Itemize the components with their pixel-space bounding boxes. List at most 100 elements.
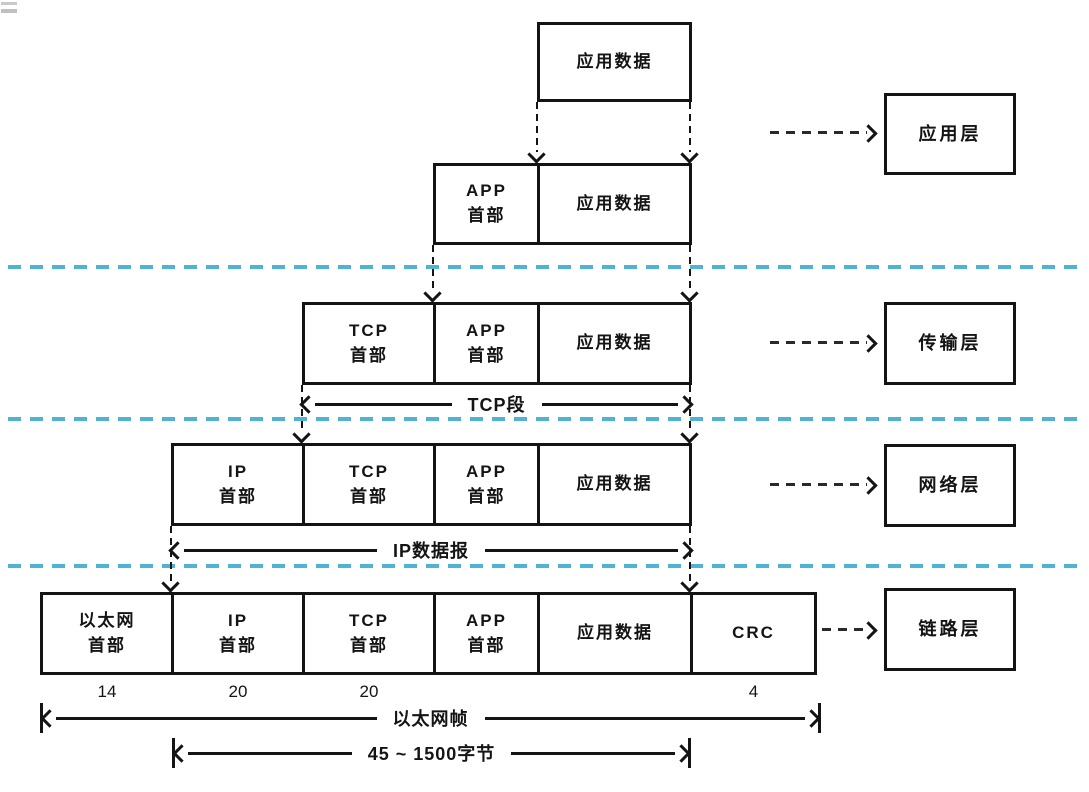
ip-header-line2: 首部 <box>219 486 257 506</box>
arrow-right-icon <box>675 540 694 560</box>
down-arrow-icon <box>527 145 546 164</box>
arrow-right-icon <box>859 124 878 143</box>
app-header-line1: APP <box>466 610 507 630</box>
tcp-header-line1: TCP <box>349 610 389 630</box>
down-arrow-icon <box>161 574 180 593</box>
layer-box-link: 链路层 <box>884 588 1016 671</box>
app-data-label: 应用数据 <box>576 474 653 494</box>
measure-line <box>315 402 452 406</box>
tcp-header-line1: TCP <box>349 461 389 481</box>
down-arrow-line <box>689 245 691 292</box>
measure-line <box>184 548 377 552</box>
byte-count: 14 <box>97 682 117 701</box>
app-data-box: 应用数据 <box>537 163 692 245</box>
layer-label-application: 应用层 <box>918 123 982 144</box>
down-arrow-icon <box>680 574 699 593</box>
crc-box: CRC <box>690 592 817 675</box>
app-header-line2: 首部 <box>467 206 506 225</box>
layer-box-application: 应用层 <box>884 93 1016 175</box>
tcp-header-box: TCP 首部 <box>302 443 436 526</box>
layer-label-transport: 传输层 <box>918 333 982 354</box>
layer-divider <box>8 265 1081 269</box>
app-data-label: 应用数据 <box>576 51 653 71</box>
measure-line <box>511 751 676 755</box>
down-arrow-icon <box>423 284 442 303</box>
ip-header-line2: 首部 <box>219 635 257 655</box>
measure-end-bar <box>172 738 175 768</box>
measure-byte-range-label: 45 ~ 1500字节 <box>367 744 496 764</box>
down-arrow-line <box>301 385 303 433</box>
crc-label: CRC <box>732 623 775 643</box>
down-arrow-line <box>689 526 691 582</box>
tcp-header-line2: 首部 <box>350 635 388 655</box>
measure-tcp-segment: TCP段 <box>299 389 694 419</box>
app-data-box: 应用数据 <box>537 22 692 102</box>
ethernet-header-line2: 首部 <box>88 635 126 655</box>
down-arrow-icon <box>292 425 311 444</box>
layer-divider <box>8 564 1081 568</box>
down-arrow-line <box>689 385 691 433</box>
measure-line <box>188 751 352 755</box>
ethernet-header-line1: 以太网 <box>78 610 136 630</box>
tcp-header-box: TCP 首部 <box>302 302 436 385</box>
app-header-box: APP 首部 <box>433 443 540 526</box>
ip-header-line1: IP <box>227 461 249 481</box>
layer-label-link: 链路层 <box>918 619 982 640</box>
arrow-right-icon <box>859 334 878 353</box>
app-header-line1: APP <box>466 461 507 481</box>
measure-ethernet-frame-label: 以太网帧 <box>392 709 469 729</box>
measure-tcp-segment-label: TCP段 <box>467 395 526 415</box>
tcp-header-line2: 首部 <box>350 345 388 365</box>
arrow-left-icon <box>168 540 187 560</box>
down-arrow-line <box>432 245 434 292</box>
layer-arrow-line <box>770 131 867 134</box>
ethernet-header-box: 以太网 首部 <box>40 592 174 675</box>
list-icon-bar <box>1 9 17 13</box>
down-arrow-icon <box>680 284 699 303</box>
measure-end-bar <box>40 703 43 733</box>
app-header-line1: APP <box>466 181 507 201</box>
arrow-left-icon <box>40 708 59 728</box>
layer-divider <box>8 417 1081 421</box>
byte-count: 20 <box>359 682 379 701</box>
ip-header-line1: IP <box>227 610 249 630</box>
arrow-right-icon <box>859 621 878 640</box>
app-header-line2: 首部 <box>467 486 506 506</box>
measure-ethernet-frame: 以太网帧 <box>40 703 821 733</box>
byte-count: 20 <box>228 682 248 701</box>
arrow-right-icon <box>675 394 694 414</box>
down-arrow-line <box>170 526 172 582</box>
byte-count: 4 <box>748 682 759 701</box>
measure-line <box>541 402 678 406</box>
app-header-line2: 首部 <box>467 345 506 365</box>
measure-line <box>56 716 377 720</box>
measure-ip-datagram: IP数据报 <box>168 535 694 565</box>
tcp-header-line2: 首部 <box>350 486 388 506</box>
app-data-label: 应用数据 <box>576 193 653 213</box>
layer-box-transport: 传输层 <box>884 302 1016 385</box>
app-data-label: 应用数据 <box>577 623 653 643</box>
arrow-right-icon <box>859 476 878 495</box>
app-header-box: APP 首部 <box>433 302 540 385</box>
down-arrow-line <box>536 102 538 152</box>
tcp-header-box: TCP 首部 <box>302 592 436 675</box>
layer-box-network: 网络层 <box>884 444 1016 527</box>
ip-header-box: IP 首部 <box>171 592 305 675</box>
layer-arrow-line <box>770 483 867 486</box>
layer-arrow-line <box>822 628 867 631</box>
tcp-header-line1: TCP <box>349 320 389 340</box>
layer-label-network: 网络层 <box>918 475 982 496</box>
layer-arrow-line <box>770 341 867 344</box>
app-data-box: 应用数据 <box>537 592 693 675</box>
app-header-line1: APP <box>466 320 507 340</box>
app-data-label: 应用数据 <box>576 333 653 353</box>
app-header-line2: 首部 <box>467 635 506 655</box>
list-icon-bar <box>1 2 17 5</box>
measure-end-bar <box>818 703 821 733</box>
app-header-box: APP 首部 <box>433 592 540 675</box>
app-data-box: 应用数据 <box>537 302 692 385</box>
measure-byte-range: 45 ~ 1500字节 <box>172 738 692 768</box>
arrow-left-icon <box>172 743 191 763</box>
measure-ip-datagram-label: IP数据报 <box>393 541 470 561</box>
